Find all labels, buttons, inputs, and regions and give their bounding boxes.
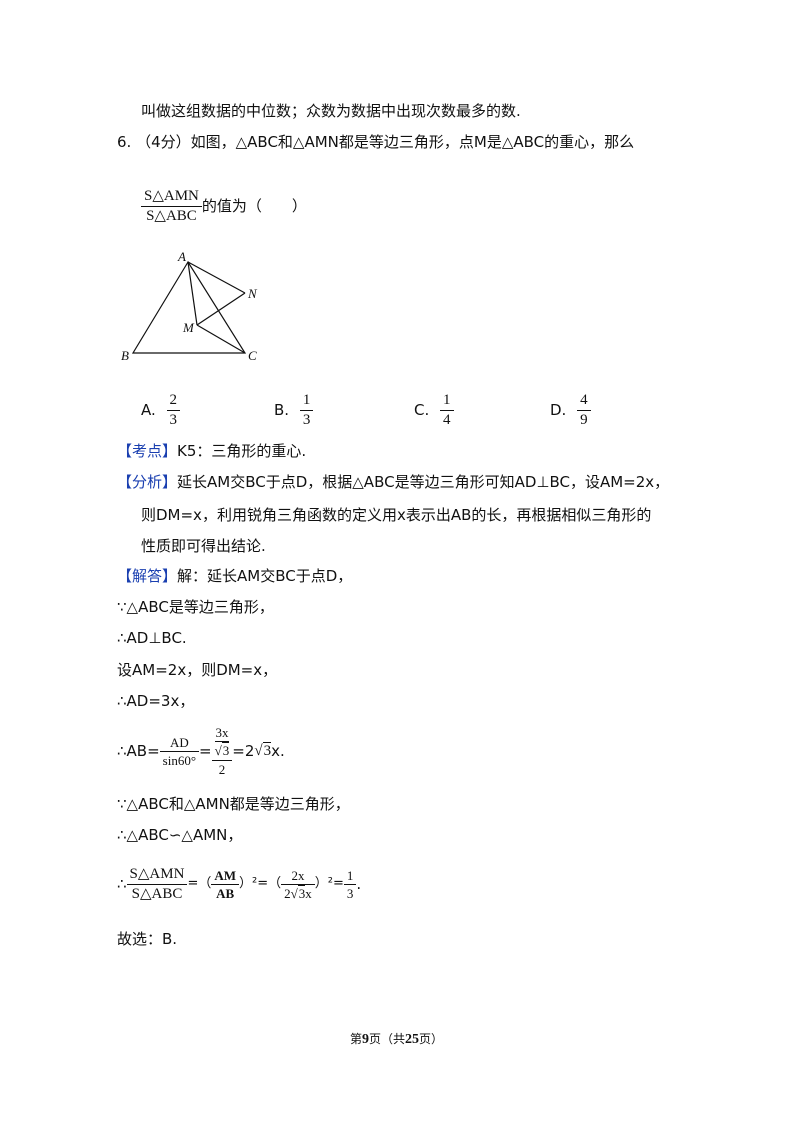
option-den: 9 [580,412,588,428]
ab-result-tail: x. [271,742,285,760]
kaodian-line: 【考点】K5：三角形的重心. [117,441,306,461]
final-ab: AB [216,885,235,901]
label-a: A [177,249,186,264]
option-num: 2 [166,393,181,411]
segment-mc [196,324,246,354]
ab-prefix: ∴AB= [117,742,160,760]
ab-frac-den: sin60° [162,752,197,768]
footer-page: 9 [362,1032,370,1047]
final-3: 3 [346,885,354,901]
final-den-a: 2 [284,885,291,901]
fenxi-line-2: 则DM=x，利用锐角三角函数的定义用x表示出AB的长，再根据相似三角形的 [141,506,652,524]
jieda-line-8: ∴△ABC∽△AMN， [117,826,243,844]
final-ratio-den: S△ABC [131,885,183,902]
label-b: B [121,348,129,363]
ab-result: =2 [232,742,255,760]
jieda-line-5: ∴AD=3x， [117,692,195,710]
option-den: 3 [169,412,178,428]
fenxi-line-3: 性质即可得出结论. [141,537,266,555]
jieda-line-1: 【解答】解：延长AM交BC于点D， [117,566,352,586]
segment-am [187,261,198,326]
option-letter: D. [550,401,567,419]
question-number: 6. [117,133,132,151]
page-footer: 第9页（共25页） [350,1030,443,1048]
jieda-line-2: ∵△ABC是等边三角形， [117,598,274,616]
ratio-suffix: 的值为（ ） [201,197,307,215]
footer-pre: 第 [350,1032,363,1046]
triangle-figure: A B C M N [121,249,258,363]
triangle-abc [131,260,247,354]
jieda-line-7: ∵△ABC和△AMN都是等边三角形， [117,795,350,813]
option-num: 1 [440,393,454,411]
option-den: 4 [443,412,451,428]
final-sq1: ）²=（ [239,876,282,891]
final-ratio-num: S△AMN [126,866,188,885]
segment-an [187,261,246,294]
question-ratio: S△AMN S△ABC 的值为（ ） [141,189,307,224]
jieda-line-3: ∴AD⊥BC. [117,629,187,647]
answer-choice: 故选：B. [117,930,178,948]
kaodian-tag: 【考点】 [117,442,178,460]
ab-inner-den: 2 [218,762,226,777]
final-sq2: ）²= [314,876,344,891]
footer-mid: 页（共 [369,1032,406,1046]
jieda-text: 解：延长AM交BC于点D， [177,567,353,585]
question-text: （4分）如图，△ABC和△AMN都是等边三角形，点M是△ABC的重心，那么 [136,133,635,151]
ab-frac-num: AD [159,736,200,752]
final-den: 2√3x [284,884,312,901]
option-num: 4 [577,393,591,411]
question-stem: 6. （4分）如图，△ABC和△AMN都是等边三角形，点M是△ABC的重心，那么 [117,132,634,152]
kaodian-text: K5：三角形的重心. [177,442,307,460]
footer-post: 页） [419,1032,444,1046]
final-2x: 2x [281,869,315,885]
final-dot: . [356,875,362,893]
segment-mn [196,292,246,326]
option-den: 3 [302,412,311,428]
final-equation: ∴ S△AMN S△ABC =（ AM AB ）²=（ 2x 2√3x ）²= … [117,862,361,906]
option-num: 1 [299,393,314,411]
final-1: 1 [343,869,357,885]
final-prefix: ∴ [117,875,127,893]
label-c: C [248,348,257,363]
jieda-line-4: 设AM=2x，则DM=x， [117,661,278,679]
label-m: M [182,320,195,335]
sqrt3-a: √3 [214,742,230,758]
ab-eq: = [199,742,212,760]
fenxi-line-1: 【分析】延长AM交BC于点D，根据△ABC是等边三角形可知AD⊥BC，设AM=2… [117,472,669,492]
intro-line: 叫做这组数据的中位数；众数为数据中出现次数最多的数. [141,102,521,120]
final-am: AM [211,869,240,885]
final-den-b: x [305,885,312,901]
fenxi-tag: 【分析】 [117,473,178,491]
option-letter: A. [141,401,156,419]
sqrt3-b: √3 [254,742,272,759]
jieda-tag: 【解答】 [117,567,178,585]
label-n: N [247,286,258,301]
final-eq1: =（ [187,876,212,891]
ratio-denominator: S△ABC [146,208,197,224]
option-letter: B. [274,401,290,419]
footer-total: 25 [405,1032,420,1047]
ab-inner-num: 3x [214,725,230,742]
ratio-numerator: S△AMN [141,189,202,207]
option-letter: C. [414,401,430,419]
fenxi-text: 延长AM交BC于点D，根据△ABC是等边三角形可知AD⊥BC，设AM=2x， [177,473,670,491]
